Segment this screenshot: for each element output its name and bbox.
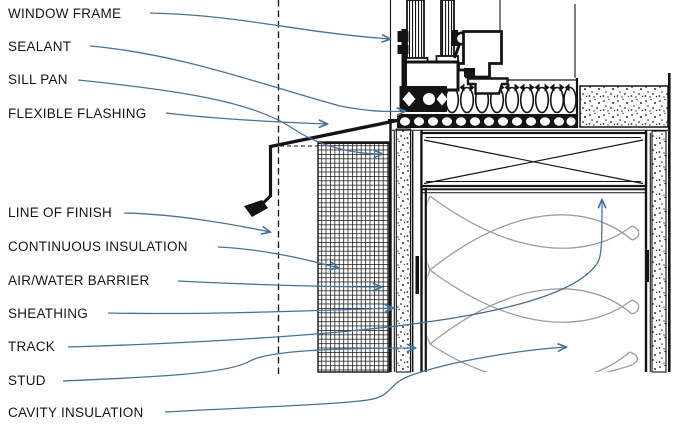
leader-track	[67, 200, 602, 348]
gypsum-sheathing-stipple	[395, 128, 412, 373]
label-sheathing: SHEATHING	[8, 306, 89, 321]
label-sealant: SEALANT	[8, 39, 72, 54]
construction-lines	[389, 0, 576, 119]
leader-air-water-barrier	[177, 280, 381, 287]
leader-lines	[62, 12, 602, 413]
leader-line-of-finish	[123, 212, 270, 232]
label-flexible-flashing: FLEXIBLE FLASHING	[8, 106, 147, 121]
interior-sill-stipple	[579, 85, 669, 128]
sheathing-layers	[389, 119, 427, 373]
leader-sealant	[89, 45, 405, 111]
leader-cavity-insulation	[164, 347, 566, 413]
flexible-flashing-profile	[244, 118, 398, 217]
header-track-box	[392, 129, 668, 194]
leader-window-frame	[149, 12, 390, 39]
leader-continuous-insulation	[217, 246, 338, 268]
leader-stud	[62, 348, 415, 382]
window-frame-assembly	[397, 0, 503, 93]
label-window-frame: WINDOW FRAME	[8, 6, 122, 21]
flashing-seat-band	[388, 114, 578, 128]
label-sill-pan: SILL PAN	[8, 72, 68, 87]
continuous-insulation-hatch	[317, 141, 390, 373]
sill-pan-profile	[399, 86, 448, 112]
leader-sheathing	[107, 308, 393, 315]
sill-receptor-tray	[466, 77, 509, 95]
interior-stipple-strip	[651, 130, 667, 373]
backer-rod	[421, 91, 437, 107]
leader-flexible-flashing	[165, 112, 327, 124]
cavity-insulation-squiggle	[427, 195, 640, 372]
label-stud: STUD	[8, 373, 46, 388]
stud-flange-bar	[645, 250, 649, 282]
label-air-water-barrier: AIR/WATER BARRIER	[8, 273, 150, 288]
label-cavity-insulation: CAVITY INSULATION	[8, 405, 144, 420]
stud-flange-bar	[415, 256, 419, 294]
leader-sill-pan	[77, 79, 382, 154]
label-track: TRACK	[8, 339, 56, 354]
drip-hook	[244, 200, 268, 217]
label-continuous-insulation: CONTINUOUS INSULATION	[8, 239, 188, 254]
label-line-of-finish: LINE OF FINISH	[8, 205, 113, 220]
